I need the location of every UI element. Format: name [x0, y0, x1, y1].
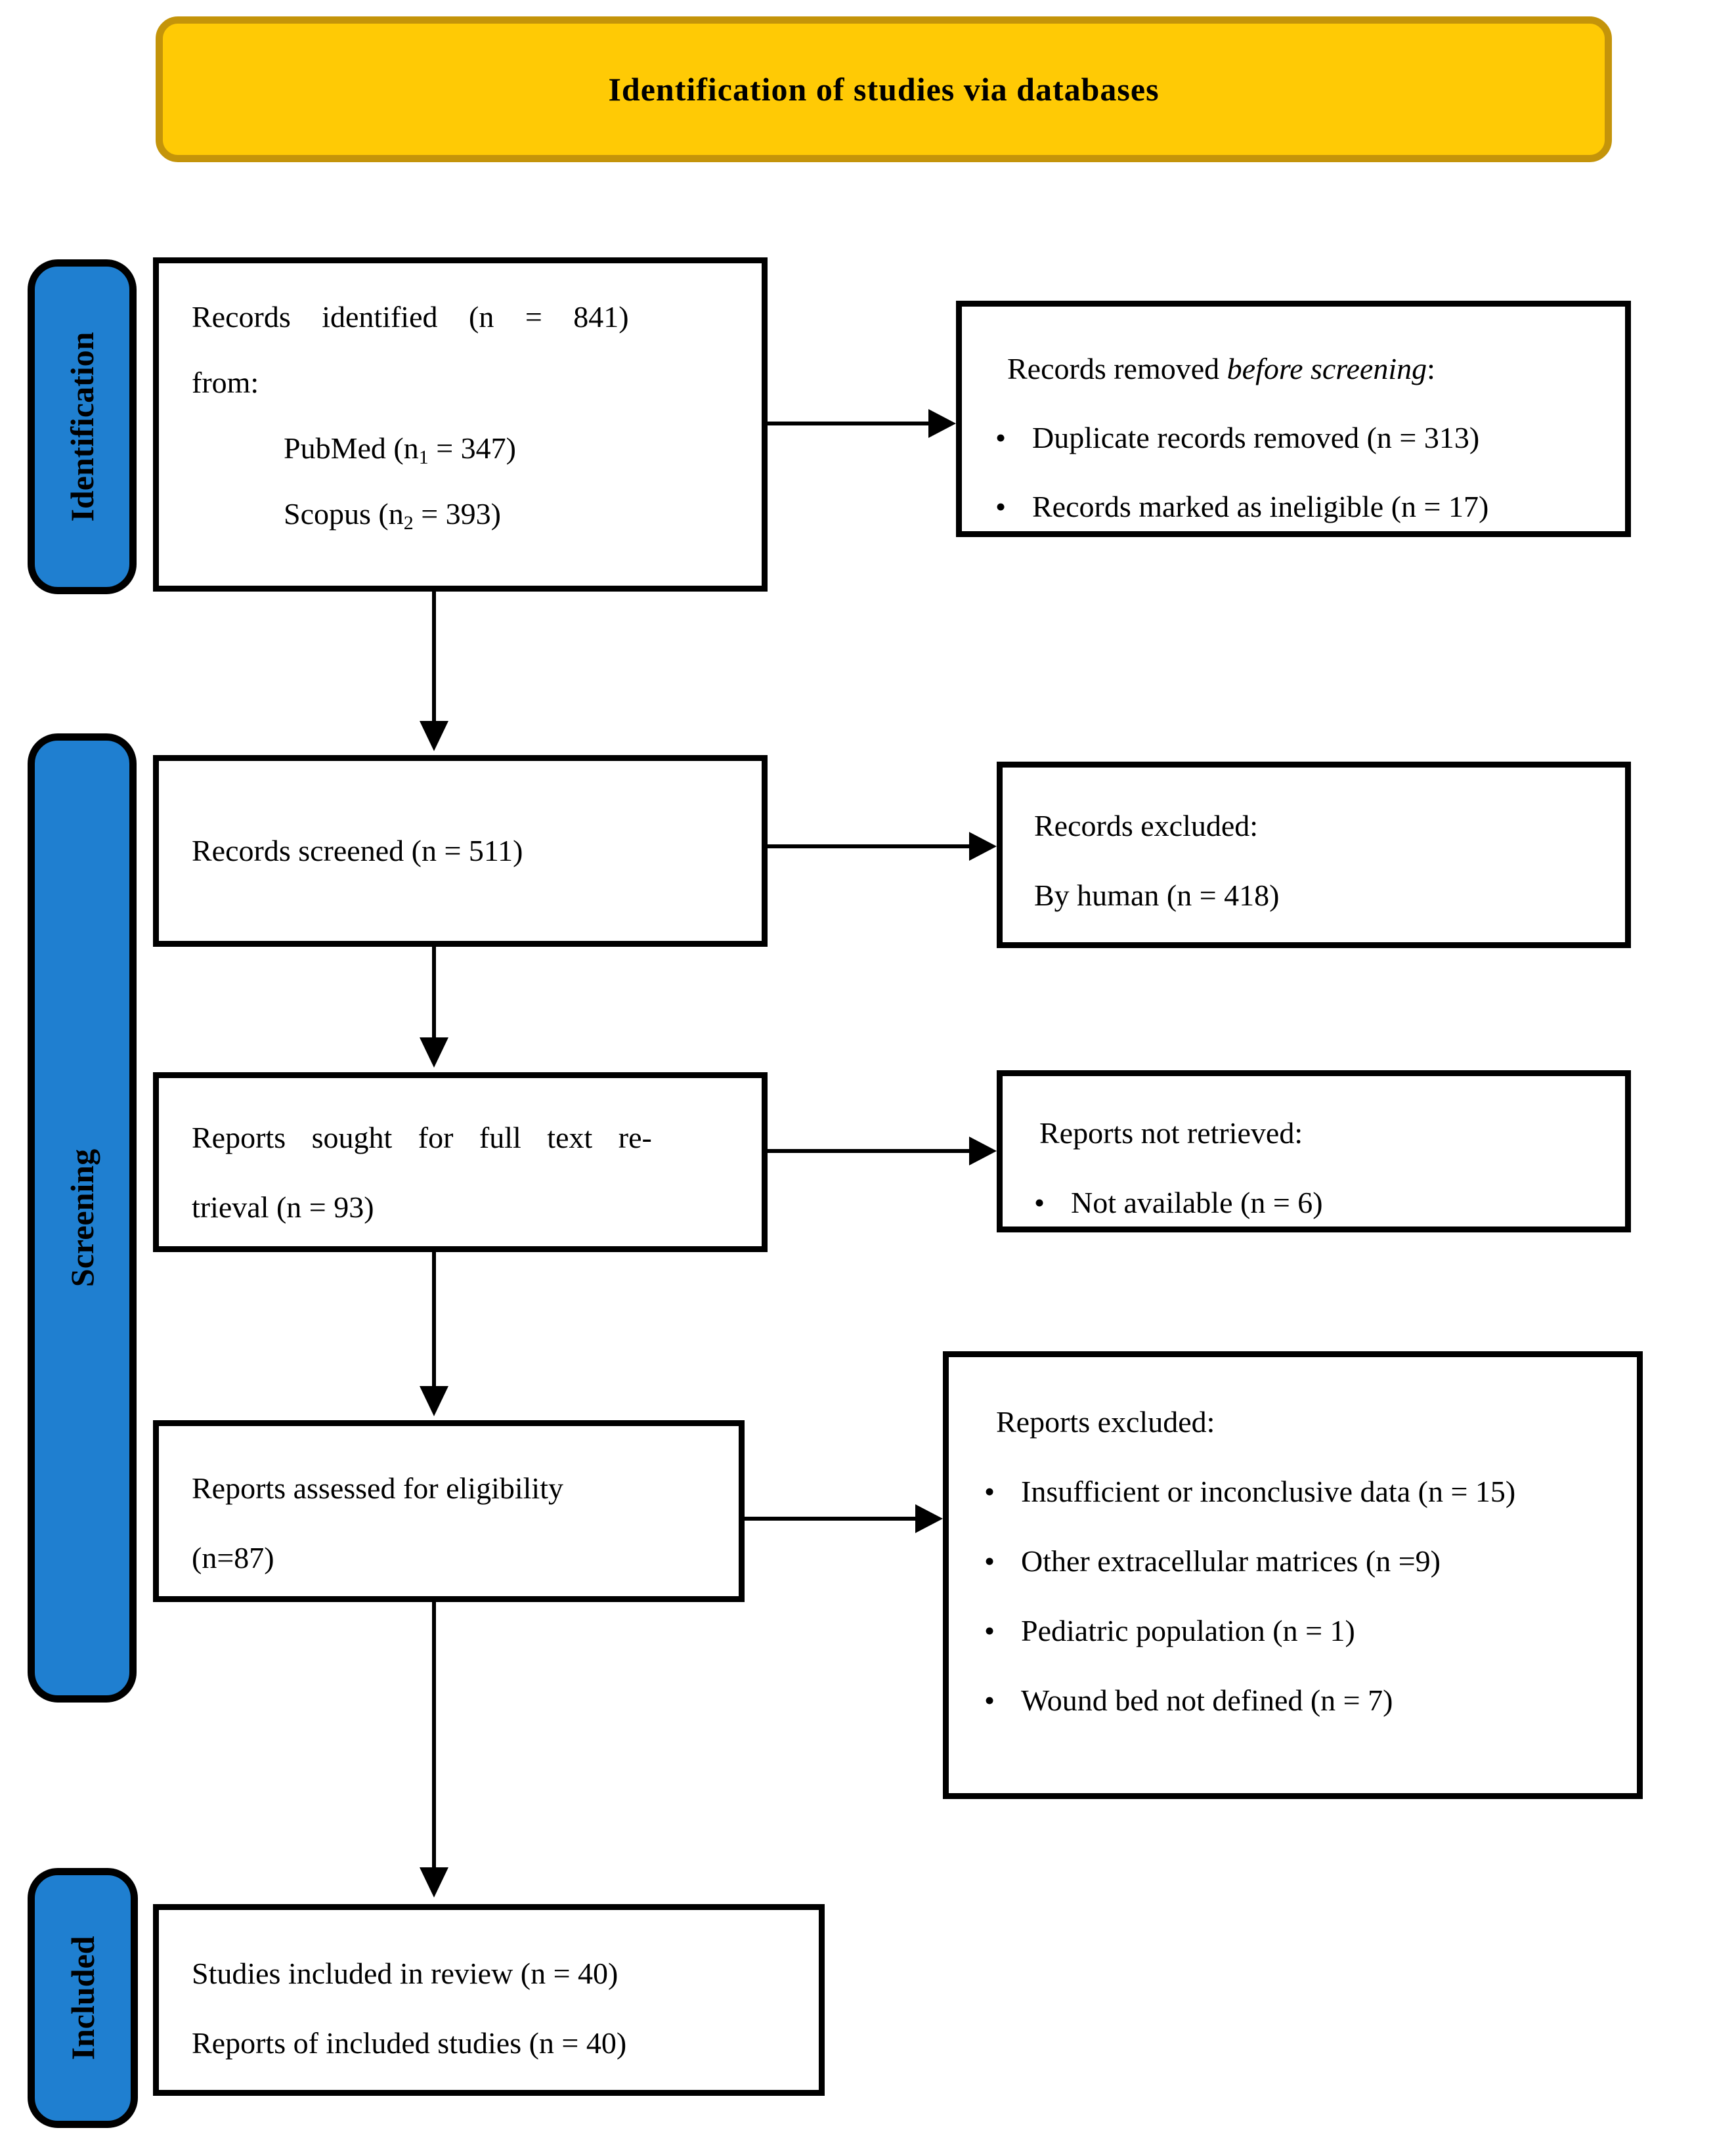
- box-records-excluded: Records excluded: By human (n = 418): [997, 762, 1631, 948]
- arrow-right-icon: [928, 409, 956, 438]
- bullet-dot-icon: •: [1034, 1186, 1045, 1219]
- arrow-down-icon: [420, 721, 448, 751]
- banner: Identification of studies via databases: [156, 16, 1612, 162]
- arrow-line: [766, 844, 972, 848]
- reports-sought-line2: trieval (n = 93): [192, 1190, 374, 1224]
- box-records-screened: Records screened (n = 511): [153, 755, 768, 947]
- reports-sought-line1: Reports sought for full text re-: [192, 1121, 652, 1154]
- arrow-down-icon: [420, 1037, 448, 1068]
- bullet-dot-icon: •: [995, 490, 1007, 523]
- records-screened-text: Records screened (n = 511): [192, 834, 523, 867]
- studies-included-line1: Studies included in review (n = 40): [192, 1957, 618, 1990]
- box-reports-sought: Reports sought for full text re- trieval…: [153, 1072, 768, 1252]
- arrow-right-icon: [969, 1137, 997, 1165]
- arrow-right-icon: [915, 1504, 943, 1533]
- box-records-removed: Records removed before screening: •Dupli…: [956, 301, 1631, 537]
- box-records-identified: Records identified (n = 841) from: PubMe…: [153, 257, 768, 592]
- reports-excluded-bullet-matrices: •Other extracellular matrices (n =9): [980, 1527, 1596, 1596]
- pubmed-subscript: 1: [418, 446, 429, 468]
- stage-tab-included: Included: [28, 1868, 138, 2128]
- reports-assessed-line1: Reports assessed for eligibility: [192, 1471, 563, 1505]
- records-identified-source-scopus: Scopus (n2 = 393): [284, 497, 501, 534]
- stage-label-screening: Screening: [64, 1148, 100, 1288]
- stage-label-included: Included: [64, 1936, 101, 2060]
- reports-assessed-line2: (n=87): [192, 1541, 274, 1574]
- records-identified-line2: from:: [192, 366, 259, 399]
- records-excluded-line2: By human (n = 418): [1034, 879, 1280, 912]
- arrow-down-icon: [420, 1867, 448, 1898]
- records-excluded-line1: Records excluded:: [1034, 809, 1259, 842]
- banner-title: Identification of studies via databases: [608, 71, 1160, 108]
- arrow-line: [766, 1149, 972, 1153]
- stage-tab-identification: Identification: [28, 259, 137, 594]
- arrow-right-icon: [969, 832, 997, 861]
- arrow-line: [432, 590, 436, 724]
- arrow-line: [743, 1517, 918, 1521]
- arrow-line: [432, 945, 436, 1040]
- arrow-line: [766, 422, 933, 425]
- bullet-dot-icon: •: [984, 1683, 995, 1717]
- bullet-dot-icon: •: [984, 1614, 995, 1647]
- records-removed-title: Records removed before screening:: [1007, 352, 1435, 385]
- records-identified-line1: Records identified (n = 841): [192, 300, 629, 334]
- reports-excluded-bullet-insufficient: •Insufficient or inconclusive data (n = …: [980, 1457, 1596, 1527]
- arrow-down-icon: [420, 1386, 448, 1416]
- scopus-subscript: 2: [403, 512, 414, 534]
- records-removed-title-italic: before screening: [1226, 352, 1427, 385]
- arrow-line: [432, 1251, 436, 1389]
- stage-label-identification: Identification: [64, 332, 100, 522]
- arrow-line: [432, 1601, 436, 1870]
- bullet-dot-icon: •: [984, 1475, 995, 1508]
- bullet-dot-icon: •: [995, 421, 1007, 454]
- box-reports-not-retrieved: Reports not retrieved: •Not available (n…: [997, 1070, 1631, 1232]
- stage-tab-screening: Screening: [28, 733, 137, 1703]
- records-identified-source-pubmed: PubMed (n1 = 347): [284, 431, 516, 468]
- reports-excluded-bullet-pediatric: •Pediatric population (n = 1): [980, 1596, 1596, 1666]
- bullet-dot-icon: •: [984, 1544, 995, 1578]
- box-studies-included: Studies included in review (n = 40) Repo…: [153, 1904, 825, 2096]
- records-removed-bullet-duplicates: •Duplicate records removed (n = 313): [991, 403, 1609, 472]
- reports-not-retrieved-bullet: •Not available (n = 6): [1030, 1168, 1609, 1238]
- box-reports-assessed: Reports assessed for eligibility (n=87): [153, 1420, 745, 1602]
- box-reports-excluded: Reports excluded: •Insufficient or incon…: [943, 1351, 1643, 1799]
- studies-included-line2: Reports of included studies (n = 40): [192, 2026, 627, 2060]
- reports-excluded-bullet-woundbed: •Wound bed not defined (n = 7): [980, 1666, 1596, 1735]
- records-removed-bullet-ineligible: •Records marked as ineligible (n = 17): [991, 472, 1609, 541]
- reports-excluded-title: Reports excluded:: [996, 1405, 1215, 1439]
- reports-not-retrieved-title: Reports not retrieved:: [1039, 1116, 1303, 1150]
